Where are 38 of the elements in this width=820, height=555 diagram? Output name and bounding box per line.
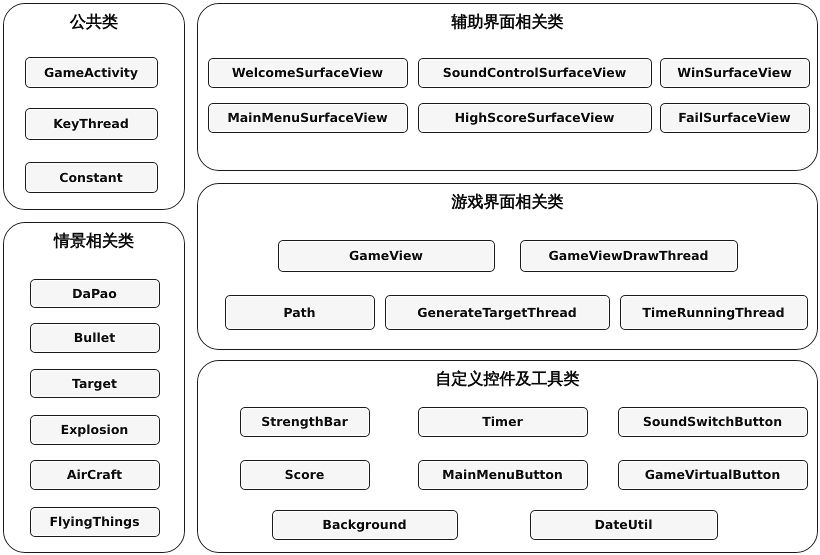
group-title: 自定义控件及工具类 <box>436 369 580 390</box>
class-card: FailSurfaceView <box>660 102 810 132</box>
class-card: DaPao <box>30 278 160 308</box>
class-card: KeyThread <box>24 108 158 140</box>
group-title: 辅助界面相关类 <box>452 12 564 33</box>
class-card: Path <box>224 294 374 330</box>
class-card: StrengthBar <box>240 406 370 436</box>
class-card: WelcomeSurfaceView <box>208 58 408 88</box>
class-card: Background <box>272 510 458 540</box>
class-card: GameViewDrawThread <box>520 240 738 272</box>
group-panel <box>197 3 818 171</box>
group-title: 游戏界面相关类 <box>452 192 564 213</box>
class-card: Bullet <box>30 322 160 352</box>
class-card: HighScoreSurfaceView <box>418 102 652 132</box>
class-card: FlyingThings <box>30 506 160 536</box>
class-card: GameVirtualButton <box>618 460 808 490</box>
class-card: GameView <box>278 240 494 272</box>
class-card: GenerateTargetThread <box>384 294 610 330</box>
class-card: Explosion <box>30 414 160 444</box>
group-panel <box>3 3 185 210</box>
class-card: Target <box>30 368 160 398</box>
class-card: MainMenuSurfaceView <box>208 102 408 132</box>
class-card: Score <box>240 460 370 490</box>
group-panel <box>197 360 818 553</box>
class-card: MainMenuButton <box>418 460 588 490</box>
group-title: 公共类 <box>70 12 118 33</box>
class-card: TimeRunningThread <box>620 294 808 330</box>
class-card: AirCraft <box>30 460 160 490</box>
class-card: GameActivity <box>24 56 158 88</box>
class-card: DateUtil <box>530 510 718 540</box>
group-panel <box>3 222 185 553</box>
class-card: SoundControlSurfaceView <box>418 58 652 88</box>
group-panel <box>197 183 818 350</box>
group-title: 情景相关类 <box>54 231 134 252</box>
class-card: SoundSwitchButton <box>618 406 808 436</box>
class-card: WinSurfaceView <box>660 58 810 88</box>
class-card: Constant <box>24 162 158 192</box>
class-card: Timer <box>418 406 588 436</box>
